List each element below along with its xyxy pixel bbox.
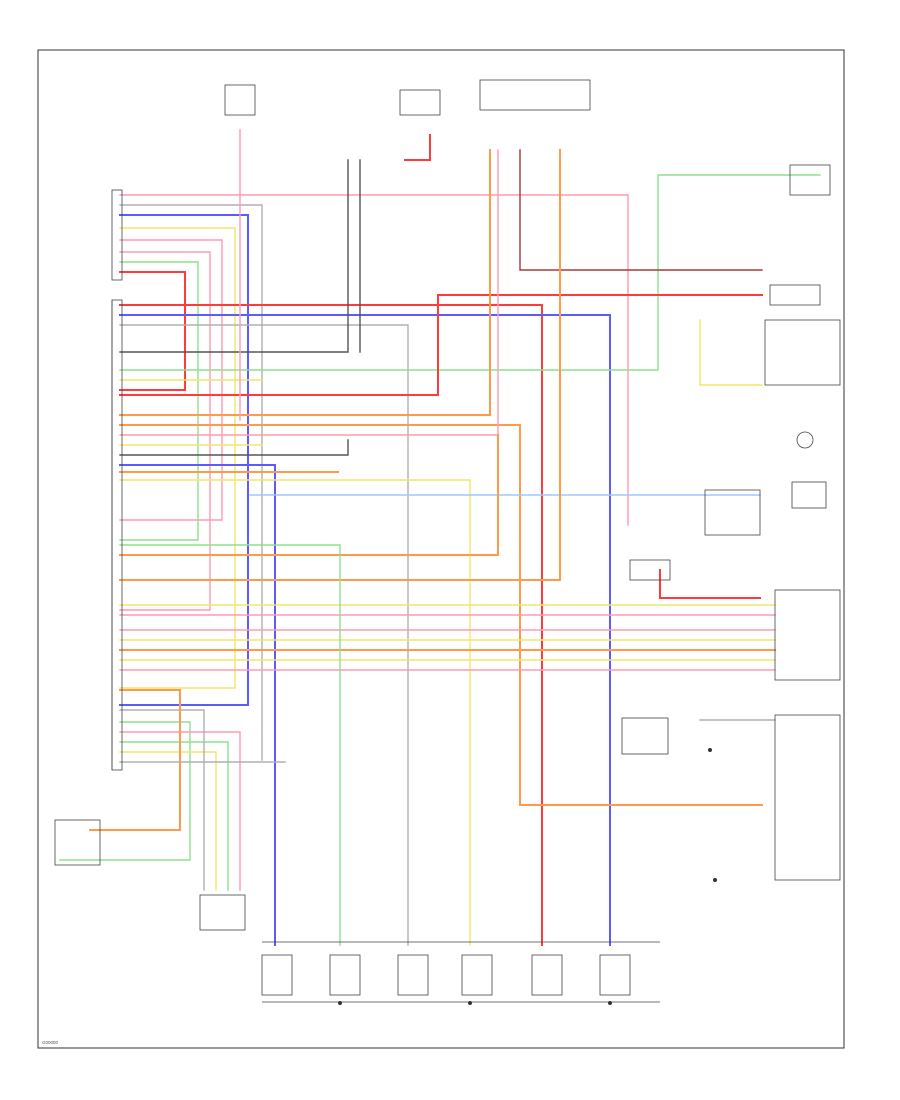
top-fuse-block-right xyxy=(479,79,591,111)
bottom-left-connector xyxy=(199,894,246,931)
solenoid-4 xyxy=(461,954,493,996)
wire-w06 xyxy=(119,251,211,611)
wire-w08 xyxy=(119,271,186,391)
wire-w28 xyxy=(119,149,561,581)
solenoid-1 xyxy=(261,954,293,996)
ground-point-3 xyxy=(608,1001,612,1005)
wire-w07 xyxy=(119,261,199,541)
ground-point-1 xyxy=(338,1001,342,1005)
ground-point-2 xyxy=(468,1001,472,1005)
wire-w29 xyxy=(659,569,761,599)
wire-w22 xyxy=(119,464,276,946)
wire-w26 xyxy=(519,149,763,271)
wire-w02 xyxy=(119,204,263,761)
vss-box xyxy=(704,489,761,536)
components xyxy=(54,79,841,1005)
connector-small xyxy=(621,717,669,755)
wires xyxy=(59,129,821,946)
range-switch xyxy=(774,589,841,681)
wire-w45 xyxy=(699,319,763,386)
wire-w43 xyxy=(119,709,205,891)
wire-w12 xyxy=(119,159,349,353)
diagram-border xyxy=(37,49,845,1049)
top-relay-center xyxy=(399,89,441,116)
wire-w44 xyxy=(404,134,431,161)
solenoid-6 xyxy=(599,954,631,996)
ground-point-4 xyxy=(713,878,717,882)
wire-w17 xyxy=(119,149,491,416)
solenoid-3 xyxy=(397,954,429,996)
wire-w16 xyxy=(119,294,763,396)
ground-point-5 xyxy=(708,748,712,752)
solenoid-5 xyxy=(531,954,563,996)
wire-w03 xyxy=(119,214,249,706)
wire-w11 xyxy=(119,324,409,946)
sensor-box xyxy=(791,481,827,509)
wire-w40 xyxy=(119,741,229,891)
engine-module-connector xyxy=(111,189,123,281)
wire-w09 xyxy=(119,304,543,946)
left-lower-connector xyxy=(54,819,101,866)
wire-w41 xyxy=(119,751,217,891)
wire-w01 xyxy=(119,194,629,526)
transfer-case-module xyxy=(774,714,841,881)
gauge-symbol xyxy=(796,431,814,449)
wire-w24 xyxy=(119,479,471,946)
wire-w37 xyxy=(119,544,341,946)
right-switch-middle xyxy=(769,284,821,306)
diagram-footer-id: G00000 xyxy=(42,1040,59,1045)
solenoid-2 xyxy=(329,954,361,996)
wire-w21 xyxy=(119,439,349,456)
wire-w38 xyxy=(59,721,191,861)
wire-w46 xyxy=(89,689,181,831)
wire-w14 xyxy=(119,174,821,371)
wire-w39 xyxy=(119,731,241,891)
wire-w04 xyxy=(119,227,236,689)
right-switch-top xyxy=(789,164,831,196)
wire-w27 xyxy=(119,434,499,556)
overdrive-switch xyxy=(764,319,841,386)
top-relay-left xyxy=(224,84,256,116)
wire-w10 xyxy=(119,314,611,946)
pressure-switch-block xyxy=(629,559,671,581)
